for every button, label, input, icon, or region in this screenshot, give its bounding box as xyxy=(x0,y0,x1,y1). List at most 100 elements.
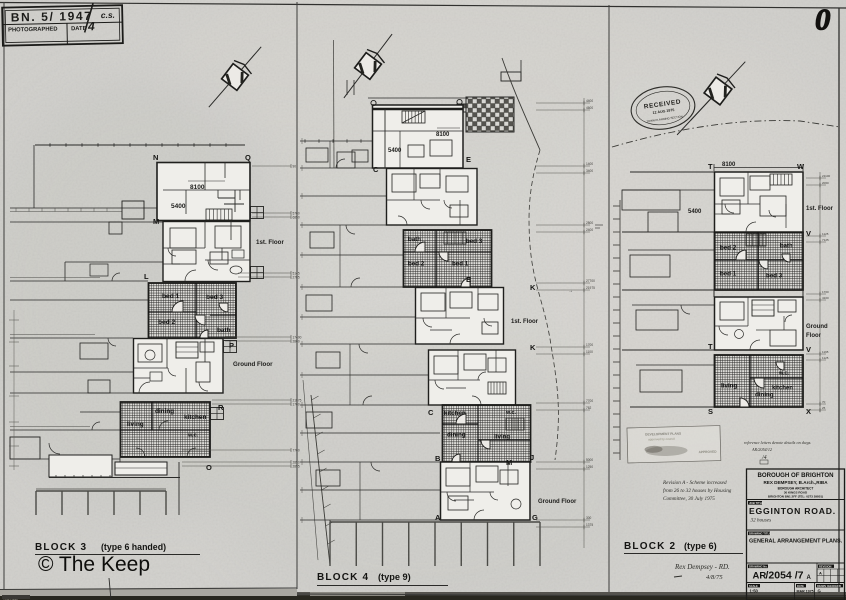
svg-text:DATE: DATE xyxy=(797,584,804,588)
svg-text:5145: 5145 xyxy=(293,271,300,275)
svg-text:Ground Floor: Ground Floor xyxy=(233,361,273,368)
svg-text:5400: 5400 xyxy=(388,148,402,154)
svg-text:P: P xyxy=(229,341,234,350)
svg-text:bed 3: bed 3 xyxy=(766,273,783,280)
svg-text:approved by council: approved by council xyxy=(648,437,675,442)
svg-text:BLOCK 4: BLOCK 4 xyxy=(317,572,369,583)
svg-text:Q: Q xyxy=(245,153,251,162)
svg-text:7700: 7700 xyxy=(586,399,593,403)
svg-text:BRIGHTON BN1 2FF (TEL: 0273: BRIGHTON BN1 2FF (TEL: 0273 29801) xyxy=(768,495,823,499)
svg-text:DEVELOPMENT PLANS: DEVELOPMENT PLANS xyxy=(645,432,681,437)
svg-text:1st. Floor: 1st. Floor xyxy=(256,239,284,246)
svg-text:21975: 21975 xyxy=(586,286,595,290)
svg-text:T: T xyxy=(708,342,713,351)
svg-text:→: → xyxy=(568,288,573,294)
svg-text:DATE: DATE xyxy=(71,26,87,32)
svg-text:1760: 1760 xyxy=(822,290,829,294)
svg-text:BLOCK 3: BLOCK 3 xyxy=(35,542,87,553)
svg-text:c.s.: c.s. xyxy=(101,10,115,20)
svg-text:1250: 1250 xyxy=(586,465,593,469)
svg-text:G: G xyxy=(532,513,538,522)
svg-text:1:50: 1:50 xyxy=(750,589,759,594)
svg-text:1st. Floor: 1st. Floor xyxy=(511,319,539,325)
svg-text:X: X xyxy=(806,407,811,416)
svg-text:Committee, 30 July 1975: Committee, 30 July 1975 xyxy=(663,496,715,502)
svg-text:1700: 1700 xyxy=(586,343,593,347)
svg-text:Revision A - Scheme increased: Revision A - Scheme increased xyxy=(662,480,727,486)
svg-text:kitchen: kitchen xyxy=(184,414,206,421)
svg-text:/4: /4 xyxy=(761,454,767,461)
svg-text:bath: bath xyxy=(780,244,793,250)
svg-text:bed 1: bed 1 xyxy=(452,261,469,268)
svg-text:dining: dining xyxy=(155,408,174,415)
svg-text:2400: 2400 xyxy=(586,228,593,232)
svg-text:living: living xyxy=(721,383,737,390)
svg-text:E: E xyxy=(466,155,471,164)
svg-text:(type 6 handed): (type 6 handed) xyxy=(101,542,166,552)
svg-text:300: 300 xyxy=(586,516,592,520)
svg-text:w.c.: w.c. xyxy=(778,371,789,377)
svg-text:TOWN PLANNING SECTION: TOWN PLANNING SECTION xyxy=(646,114,683,123)
svg-text:E: E xyxy=(466,275,471,284)
svg-text:K: K xyxy=(530,283,536,292)
svg-text:27700: 27700 xyxy=(586,279,595,283)
svg-text:1195: 1195 xyxy=(822,350,829,354)
svg-text:GENERAL ARRANGEMENT PLANS.: GENERAL ARRANGEMENT PLANS. xyxy=(749,539,843,545)
svg-text:8100: 8100 xyxy=(190,184,205,191)
svg-text:REX DEMPSEY, B.Arch.,RIBA: REX DEMPSEY, B.Arch.,RIBA xyxy=(763,480,828,485)
svg-text:2785: 2785 xyxy=(293,275,300,279)
svg-text:w.c.: w.c. xyxy=(187,433,198,439)
svg-text:4/8/75: 4/8/75 xyxy=(706,574,723,581)
svg-text:B: B xyxy=(435,454,441,463)
svg-text:3400: 3400 xyxy=(586,169,593,173)
svg-text:bath: bath xyxy=(408,236,421,243)
svg-text:17400: 17400 xyxy=(293,335,302,339)
svg-text:21100: 21100 xyxy=(822,174,830,178)
svg-text:BLOCK 2: BLOCK 2 xyxy=(624,541,676,552)
svg-text:from 26 to 32 houses by Housin: from 26 to 32 houses by Housing xyxy=(663,487,732,494)
svg-text:32 houses: 32 houses xyxy=(751,518,772,524)
svg-text:7700: 7700 xyxy=(293,448,300,452)
svg-text:G: G xyxy=(818,589,821,594)
svg-text:dining: dining xyxy=(755,392,774,399)
svg-text:V: V xyxy=(806,345,811,354)
svg-text:T: T xyxy=(708,162,713,171)
svg-text:2890: 2890 xyxy=(293,460,300,464)
svg-text:5400: 5400 xyxy=(688,209,702,215)
svg-text:4600: 4600 xyxy=(586,106,593,110)
svg-text:Rex Dempsey - RD.: Rex Dempsey - RD. xyxy=(674,563,730,571)
svg-text:S: S xyxy=(708,407,713,416)
svg-text:N: N xyxy=(153,153,158,162)
svg-text:4: 4 xyxy=(87,19,95,33)
svg-text:DRAWING TITLE: DRAWING TITLE xyxy=(749,532,771,536)
svg-text:K: K xyxy=(530,343,536,352)
svg-text:M: M xyxy=(153,217,159,226)
svg-text:1125: 1125 xyxy=(822,232,829,236)
svg-text:7125: 7125 xyxy=(822,238,829,242)
svg-text:A: A xyxy=(807,575,812,581)
svg-text:REVISION: REVISION xyxy=(819,564,832,568)
svg-text:Ground: Ground xyxy=(806,324,828,330)
svg-text:SCALE: SCALE xyxy=(749,584,758,588)
svg-text:© The Keep: © The Keep xyxy=(38,553,150,576)
svg-text:dining: dining xyxy=(447,432,466,439)
svg-text:EGGINTON ROAD.: EGGINTON ROAD. xyxy=(749,506,836,516)
svg-text:kitchen: kitchen xyxy=(444,410,466,417)
svg-text:JOB TITLE: JOB TITLE xyxy=(749,501,763,505)
svg-text:W: W xyxy=(797,162,805,171)
svg-text:1125: 1125 xyxy=(822,356,829,360)
svg-text:5000: 5000 xyxy=(586,458,593,462)
svg-text:J: J xyxy=(530,453,534,462)
svg-text:5400: 5400 xyxy=(171,203,186,210)
svg-text:762: 762 xyxy=(586,406,592,410)
svg-text:4400: 4400 xyxy=(586,99,593,103)
svg-text:4100: 4100 xyxy=(822,296,829,300)
svg-text:bed 3: bed 3 xyxy=(206,294,224,301)
svg-text:8100: 8100 xyxy=(722,162,736,168)
svg-text:BOROUGH ARCHITECT: BOROUGH ARCHITECT xyxy=(778,487,814,491)
svg-text:bed 2: bed 2 xyxy=(158,319,176,326)
svg-text:O: O xyxy=(206,463,212,472)
svg-text:bath: bath xyxy=(217,327,231,334)
svg-text:12 AUG 1975: 12 AUG 1975 xyxy=(652,108,674,115)
svg-text:living: living xyxy=(127,421,144,428)
